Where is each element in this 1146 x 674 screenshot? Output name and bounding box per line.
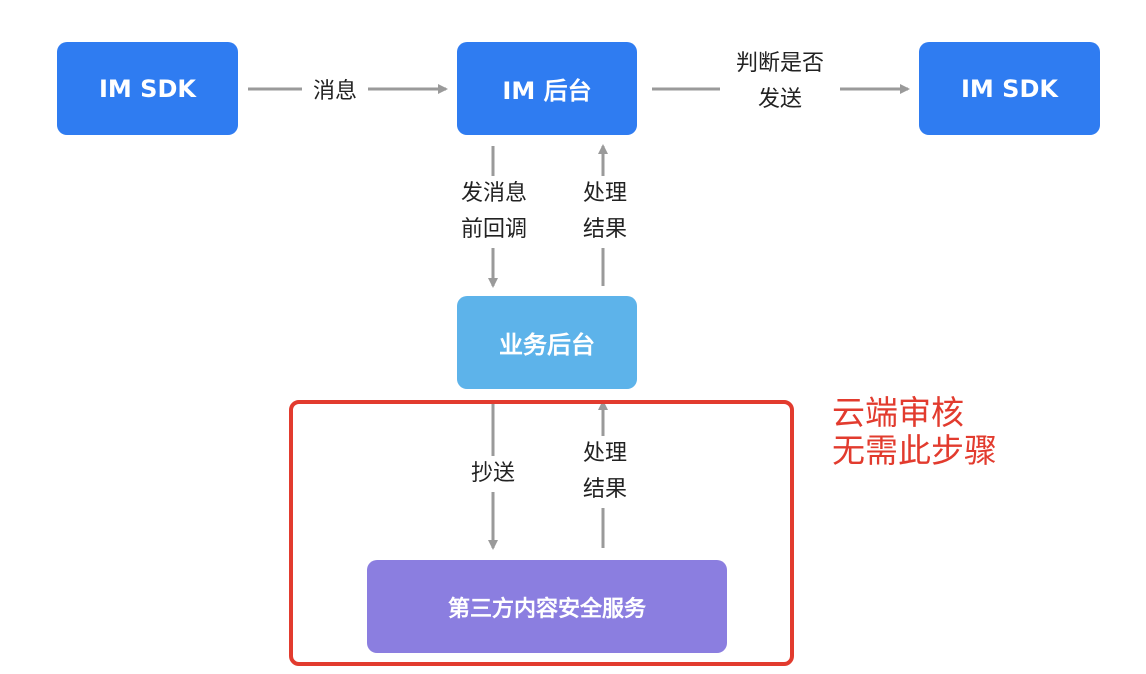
cloud-review-highlight-box: [289, 400, 794, 666]
node-im-sdk-receiver: IM SDK: [919, 42, 1100, 135]
edge-label-result-bottom-line1: 处理: [582, 441, 627, 466]
edge-label-result-bottom-line2: 结果: [582, 477, 627, 502]
node-business-backend: 业务后台: [457, 296, 637, 389]
edge-label-before-send-callback: 发消息 前回调: [444, 176, 544, 248]
edge-label-decide-line2: 发送: [757, 87, 802, 112]
edge-label-copy-text: 抄送: [470, 461, 515, 486]
node-im-backend: IM 后台: [457, 42, 637, 135]
edge-label-result-top-line2: 结果: [582, 217, 627, 242]
edge-label-decide-line1: 判断是否: [735, 51, 824, 76]
node-im-sdk-sender: IM SDK: [57, 42, 238, 135]
edge-label-result-top-line1: 处理: [582, 181, 627, 206]
edge-label-copy: 抄送: [460, 456, 526, 492]
cloud-review-note-line1: 云端审核: [832, 393, 964, 432]
edge-label-result-top: 处理 结果: [560, 176, 650, 248]
edge-label-message: 消息: [302, 74, 368, 110]
edge-label-result-bottom: 处理 结果: [560, 436, 650, 508]
edge-label-message-text: 消息: [312, 79, 357, 104]
edge-label-before-line2: 前回调: [460, 217, 527, 242]
edge-label-decide-send: 判断是否 发送: [720, 46, 840, 118]
cloud-review-note: 云端审核 无需此步骤: [832, 394, 997, 470]
edge-label-before-line1: 发消息: [460, 181, 527, 206]
cloud-review-note-line2: 无需此步骤: [832, 431, 997, 470]
node-third-party-security-service: 第三方内容安全服务: [367, 560, 727, 653]
